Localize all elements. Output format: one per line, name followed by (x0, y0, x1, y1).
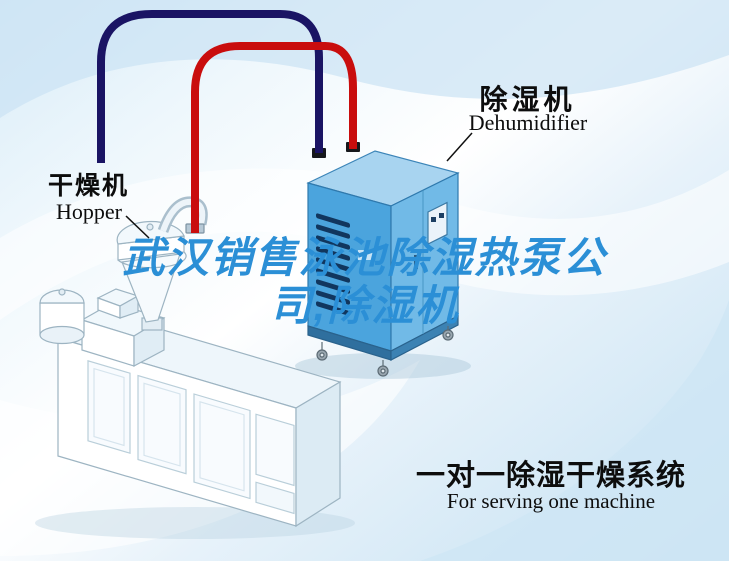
hopper-leader-line (125, 215, 150, 239)
navy-hose (97, 10, 323, 163)
left-tank (39, 288, 85, 345)
dehumidifier-label-zh: 除湿机 (479, 84, 576, 115)
watermark-line-1: 武汉销售泳池除湿热泵公 (122, 234, 607, 281)
system-caption-zh: 一对一除湿干燥系统 (415, 460, 686, 492)
watermark-line-2: 司,除湿机 (269, 282, 460, 329)
vent-grille (316, 213, 350, 316)
dehumidifier-label-en: Dehumidifier (468, 110, 588, 135)
dehumidifier-unit (306, 142, 460, 377)
red-hose (191, 42, 357, 233)
control-panel (427, 201, 448, 245)
brand-badge (358, 250, 374, 260)
dehumidifier-leader-line (446, 132, 473, 162)
hopper-label-en: Hopper (56, 199, 122, 224)
base-panels (87, 360, 295, 515)
hopper-dryer-unit (39, 196, 342, 528)
door-handle (414, 255, 418, 269)
hopper-label-zh: 干燥机 (48, 172, 130, 200)
hopper-funnel (116, 221, 187, 331)
system-caption-en: For serving one machine (446, 489, 656, 513)
watermark-text: 武汉销售泳池除湿热泵公 司,除湿机 (0, 234, 729, 330)
caster-wheels (316, 326, 454, 377)
